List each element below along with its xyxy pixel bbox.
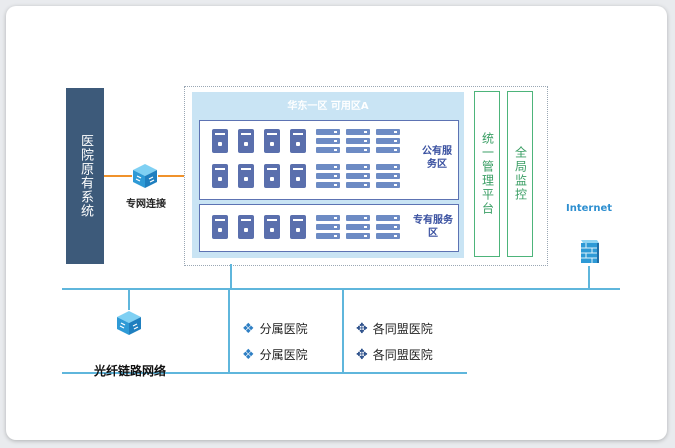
branch-hospital-label: 分属医院 <box>259 322 308 336</box>
tower-server-icon <box>238 129 254 153</box>
unified-platform-panel: 统一管理平台 <box>474 91 500 257</box>
private-zone-label: 专有服务区 <box>413 215 453 239</box>
internet-uplink-line <box>588 266 590 288</box>
rack-server-icon <box>346 164 370 188</box>
tower-server-icon <box>290 129 306 153</box>
alliance-hospital-label: 各同盟医院 <box>372 322 433 336</box>
private-link-label: 专网连接 <box>126 199 166 210</box>
fiber-drop-line <box>128 288 130 310</box>
alliance-hospital-label: 各同盟医院 <box>372 348 433 362</box>
rack-server-icon <box>376 164 400 188</box>
tower-server-icon <box>264 164 280 188</box>
tower-server-icon <box>212 215 228 239</box>
switch-cube-icon <box>132 163 158 189</box>
plus-cluster-icon: ✥ <box>356 320 368 337</box>
branch-drop-line <box>228 288 230 372</box>
cloud-uplink-line <box>230 264 232 288</box>
firewall-icon <box>578 238 600 266</box>
rack-server-icon <box>346 129 370 153</box>
legacy-system-box: 医院原有系统 <box>66 88 104 264</box>
branch-hospital-label: 分属医院 <box>259 348 308 362</box>
diamond-cluster-icon: ❖ <box>242 320 255 337</box>
private-link-line-right <box>158 175 184 177</box>
lower-line <box>62 372 467 374</box>
plus-cluster-icon: ✥ <box>356 346 368 363</box>
private-link-line-left <box>104 175 132 177</box>
fiber-network-label: 光纤链路网络 <box>93 364 166 378</box>
backbone-line <box>62 288 620 290</box>
alliance-hospital-item: ✥ 各同盟医院 <box>356 346 433 363</box>
rack-server-icon <box>316 164 340 188</box>
alliance-hospital-item: ✥ 各同盟医院 <box>356 320 433 337</box>
tower-server-icon <box>264 215 280 239</box>
private-service-zone <box>199 204 459 252</box>
tower-server-icon <box>238 215 254 239</box>
rack-server-icon <box>376 215 400 239</box>
zone-title: 华东一区 可用区A <box>287 101 369 112</box>
branch-hospital-item: ❖ 分属医院 <box>242 320 308 337</box>
switch-cube-icon <box>116 310 142 336</box>
branch-hospital-item: ❖ 分属医院 <box>242 346 308 363</box>
public-zone-label: 公有服务区 <box>422 146 452 170</box>
rack-server-icon <box>346 215 370 239</box>
rack-server-icon <box>316 215 340 239</box>
diamond-cluster-icon: ❖ <box>242 346 255 363</box>
cloud-region-box <box>184 86 548 266</box>
tower-server-icon <box>212 164 228 188</box>
tower-server-icon <box>238 164 254 188</box>
public-service-zone <box>199 120 459 200</box>
rack-server-icon <box>376 129 400 153</box>
alliance-drop-line <box>342 288 344 372</box>
tower-server-icon <box>290 215 306 239</box>
global-monitor-panel: 全局监控 <box>507 91 533 257</box>
tower-server-icon <box>264 129 280 153</box>
tower-server-icon <box>290 164 306 188</box>
internet-label: Internet <box>565 203 612 214</box>
rack-server-icon <box>316 129 340 153</box>
tower-server-icon <box>212 129 228 153</box>
